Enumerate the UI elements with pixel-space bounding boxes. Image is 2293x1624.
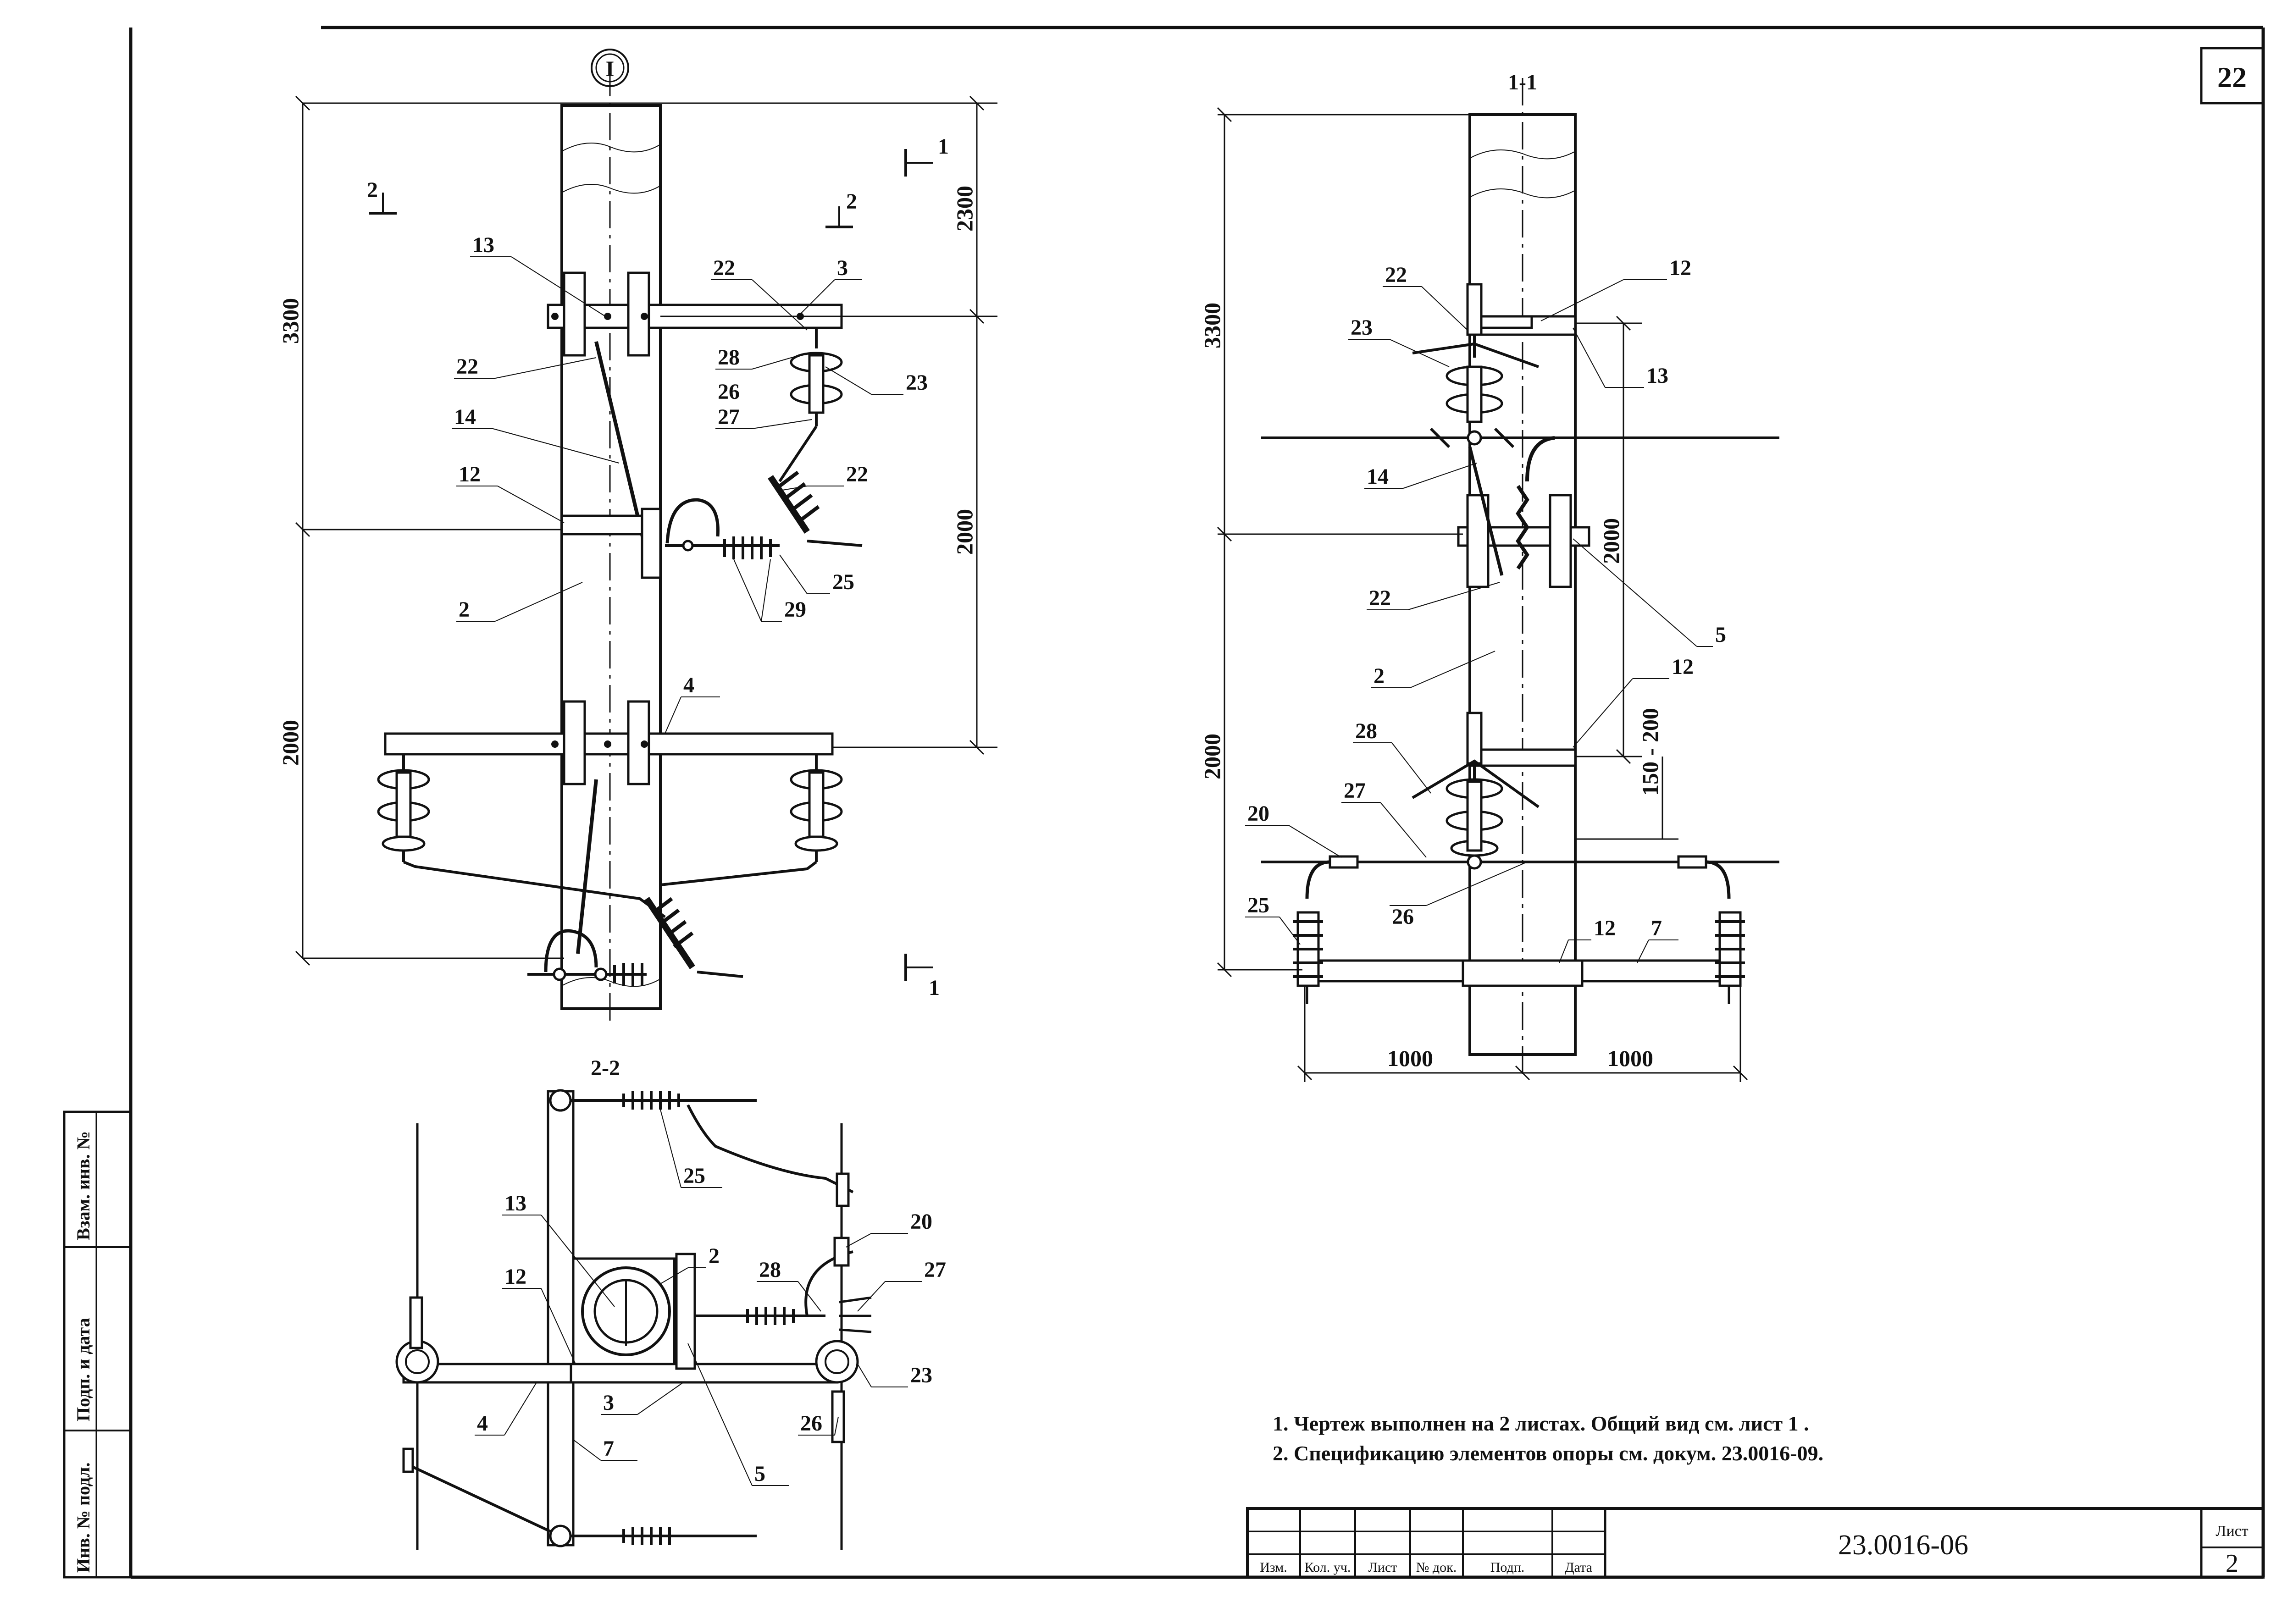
svg-text:3: 3 <box>603 1391 614 1415</box>
note-2: 2. Спецификацию элементов опоры см. доку… <box>1273 1442 1823 1465</box>
svg-text:1000: 1000 <box>1387 1045 1433 1071</box>
svg-text:1: 1 <box>938 134 949 159</box>
svg-text:23: 23 <box>1351 315 1373 340</box>
svg-text:3300: 3300 <box>1199 303 1225 348</box>
svg-text:2: 2 <box>367 178 378 202</box>
svg-text:12: 12 <box>504 1265 526 1289</box>
section-marks: 1 1 2 2 <box>367 134 949 1000</box>
section-1-1: 1-1 <box>1199 70 1779 1082</box>
list-number: 2 <box>2226 1549 2238 1578</box>
callout-13: 13 <box>472 233 494 257</box>
upper-arrester <box>665 470 863 559</box>
callout-28: 28 <box>718 345 740 370</box>
svg-text:2000: 2000 <box>1199 734 1225 779</box>
svg-text:3300: 3300 <box>277 298 303 344</box>
callout-12: 12 <box>459 462 481 486</box>
svg-text:2000: 2000 <box>952 509 977 555</box>
callout-22b: 22 <box>713 256 735 280</box>
svg-text:5: 5 <box>754 1462 765 1486</box>
notes: 1. Чертеж выполнен на 2 листах. Общий ви… <box>1273 1412 1823 1465</box>
svg-text:7: 7 <box>603 1436 614 1461</box>
callout-25: 25 <box>832 570 854 594</box>
callout-29: 29 <box>784 597 806 622</box>
svg-text:12: 12 <box>1672 655 1694 679</box>
doc-code: 23.0016-06 <box>1838 1530 1968 1561</box>
svg-text:2: 2 <box>846 189 857 214</box>
svg-text:25: 25 <box>683 1164 705 1188</box>
main-callouts: 13 22 22 3 28 23 26 27 14 22 12 2 25 2 <box>452 233 928 734</box>
svg-text:2000: 2000 <box>277 720 303 766</box>
svg-text:20: 20 <box>1247 801 1269 826</box>
note-1: 1. Чертеж выполнен на 2 листах. Общий ви… <box>1273 1412 1809 1435</box>
main-dimensions: 3300 2000 2300 2000 <box>277 95 997 966</box>
right-insulator <box>790 754 843 862</box>
svg-text:28: 28 <box>1355 719 1377 743</box>
left-insulator <box>377 754 430 862</box>
svg-text:4: 4 <box>477 1411 488 1436</box>
svg-text:№ док.: № док. <box>1416 1560 1457 1575</box>
svg-text:2: 2 <box>709 1244 720 1268</box>
svg-text:28: 28 <box>759 1258 781 1282</box>
svg-text:22: 22 <box>1369 586 1391 610</box>
svg-text:20: 20 <box>910 1210 932 1234</box>
svg-text:2000: 2000 <box>1598 518 1624 564</box>
svg-text:22: 22 <box>2217 61 2247 94</box>
svg-text:Подп.: Подп. <box>1490 1560 1525 1575</box>
arm-3 <box>570 1363 838 1384</box>
svg-text:13: 13 <box>1646 364 1668 388</box>
svg-text:27: 27 <box>1344 779 1366 803</box>
svg-text:5: 5 <box>1715 623 1726 647</box>
svg-text:Кол. уч.: Кол. уч. <box>1305 1560 1351 1575</box>
section-2-2: 2-2 <box>395 1056 946 1550</box>
svg-text:2300: 2300 <box>952 186 977 232</box>
main-view: I <box>277 49 997 1022</box>
svg-text:150 - 200: 150 - 200 <box>1637 708 1663 796</box>
stamp-vzam-inv: Взам. инв. № <box>73 1131 94 1240</box>
svg-text:Лист: Лист <box>1368 1560 1397 1575</box>
section-1-1-dimensions: 3300 2000 2000 150 - 200 1000 1000 <box>1199 107 1748 1082</box>
svg-text:Лист: Лист <box>2215 1523 2248 1540</box>
callout-2: 2 <box>459 597 470 622</box>
svg-text:25: 25 <box>1247 893 1269 917</box>
svg-text:14: 14 <box>1367 464 1389 489</box>
stamp-podp-data: Подп. и дата <box>73 1318 94 1421</box>
svg-text:22: 22 <box>1385 263 1407 287</box>
callout-3: 3 <box>837 256 848 280</box>
callout-26: 26 <box>718 380 740 404</box>
side-stamp: Инв. № подл. Подп. и дата Взам. инв. № <box>63 1110 132 1579</box>
svg-text:13: 13 <box>504 1191 526 1215</box>
callout-14: 14 <box>454 405 476 429</box>
title-block: Изм. Кол. уч. Лист № док. Подп. Дата 23.… <box>1246 1507 2265 1579</box>
svg-text:1: 1 <box>929 976 940 1000</box>
svg-text:26: 26 <box>800 1411 822 1436</box>
callout-27: 27 <box>718 405 740 429</box>
svg-text:Изм.: Изм. <box>1260 1560 1287 1575</box>
svg-text:7: 7 <box>1651 916 1662 940</box>
corner-sheet-number: 22 <box>2200 47 2265 105</box>
upper-insulator <box>778 328 843 482</box>
svg-text:23: 23 <box>910 1363 932 1387</box>
callout-22a: 22 <box>456 354 478 379</box>
svg-text:Дата: Дата <box>1565 1560 1592 1575</box>
svg-text:2: 2 <box>1374 664 1385 688</box>
svg-text:12: 12 <box>1669 256 1691 280</box>
callout-4: 4 <box>683 673 694 697</box>
svg-text:1000: 1000 <box>1607 1045 1653 1071</box>
callout-23: 23 <box>906 370 928 395</box>
lower-arrester <box>527 897 743 986</box>
svg-text:26: 26 <box>1392 905 1414 929</box>
section-1-1-callouts: 22 12 23 13 14 5 22 2 12 28 27 20 25 <box>1245 256 1726 963</box>
sheet-frame <box>129 26 2265 1579</box>
stamp-inv-podl: Инв. № подл. <box>73 1462 94 1573</box>
svg-text:12: 12 <box>1594 916 1616 940</box>
lower-crossarm <box>384 700 834 785</box>
section-2-2-callouts: 25 13 2 20 12 28 27 23 4 3 26 7 5 <box>475 1109 946 1486</box>
section-2-2-title: 2-2 <box>591 1056 620 1080</box>
svg-text:27: 27 <box>924 1258 946 1282</box>
callout-22c: 22 <box>846 462 868 486</box>
